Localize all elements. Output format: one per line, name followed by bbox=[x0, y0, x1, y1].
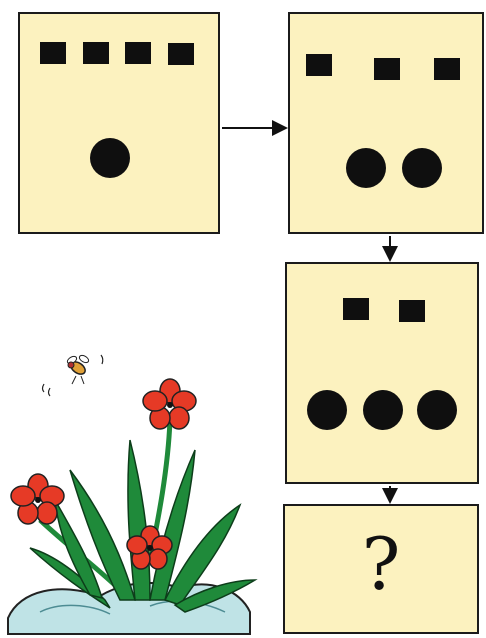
leaf-cluster-icon bbox=[29, 439, 258, 613]
circle-shape bbox=[363, 390, 403, 430]
square-shape bbox=[343, 298, 369, 320]
square-shape bbox=[40, 42, 66, 64]
question-mark: ? bbox=[361, 522, 401, 606]
square-shape bbox=[83, 42, 109, 64]
square-shape bbox=[399, 300, 425, 322]
flower-icon bbox=[10, 473, 65, 525]
square-shape bbox=[306, 54, 332, 76]
square-shape bbox=[168, 43, 194, 65]
circle-shape bbox=[307, 390, 347, 430]
flower-icon bbox=[126, 525, 173, 570]
flower-icon bbox=[142, 378, 197, 430]
circle-shape bbox=[417, 390, 457, 430]
circle-shape bbox=[402, 148, 442, 188]
square-shape bbox=[434, 58, 460, 80]
bee-icon bbox=[41, 354, 104, 397]
square-shape bbox=[125, 42, 151, 64]
circle-shape bbox=[346, 148, 386, 188]
step-card-1 bbox=[18, 12, 220, 234]
step-card-4-unknown: ? bbox=[283, 504, 479, 634]
square-shape bbox=[374, 58, 400, 80]
step-card-3 bbox=[285, 262, 479, 484]
circle-shape bbox=[90, 138, 130, 178]
step-card-2 bbox=[288, 12, 484, 234]
